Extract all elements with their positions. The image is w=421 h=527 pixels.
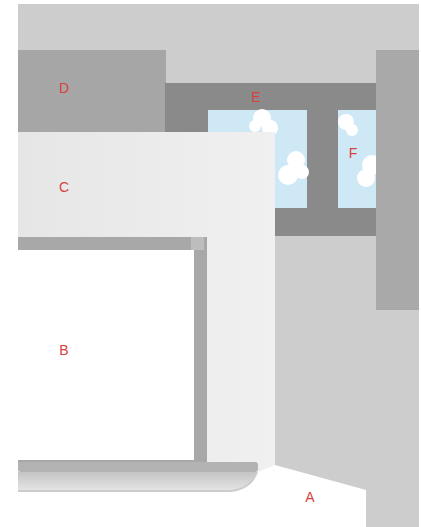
- callout-letter: F: [349, 145, 358, 161]
- pillar: [376, 50, 419, 310]
- laptop-screen: [18, 250, 194, 460]
- hinge-corner: [191, 237, 204, 250]
- callout-letter: A: [305, 489, 314, 505]
- callout-letter: E: [251, 89, 260, 105]
- shelf-block: [18, 50, 166, 134]
- laptop-base-front: [18, 472, 256, 490]
- callout-letter: B: [59, 342, 68, 358]
- back-wall: [18, 4, 419, 527]
- laptop-base: [18, 462, 258, 472]
- wall-panel: [18, 132, 275, 472]
- callout-letter: C: [59, 179, 69, 195]
- floor: [18, 465, 366, 527]
- laptop-lid: [18, 237, 207, 463]
- callout-letter: D: [59, 80, 69, 96]
